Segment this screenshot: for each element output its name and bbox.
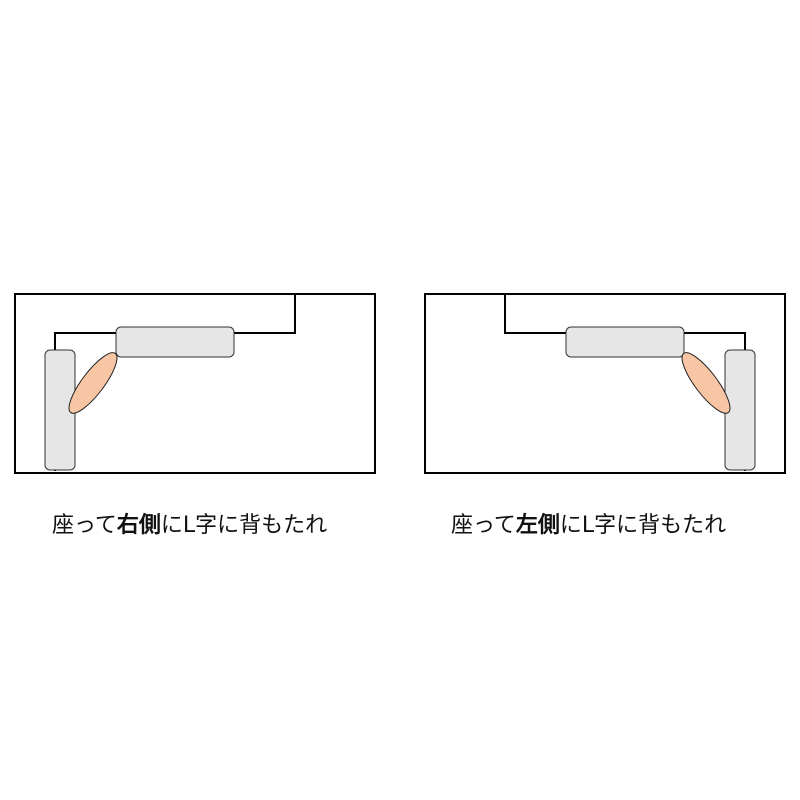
caption-emphasis: 左側 [515,513,560,538]
caption-suffix: にL字に背もたれ [559,513,727,538]
person-body [68,352,118,414]
caption-prefix: 座って [52,513,117,538]
panel-right-side-backrest [14,293,376,474]
person-body [681,352,731,414]
caption-left-side-backrest: 座って左側にL字に背もたれ [451,509,726,543]
caption-emphasis: 右側 [116,513,161,538]
caption-right-side-backrest: 座って右側にL字に背もたれ [52,509,327,543]
horizontal-cushion [565,326,685,358]
panel-left-side-backrest [424,293,786,474]
caption-suffix: にL字に背もたれ [160,513,328,538]
caption-prefix: 座って [451,513,516,538]
horizontal-cushion [115,326,235,358]
